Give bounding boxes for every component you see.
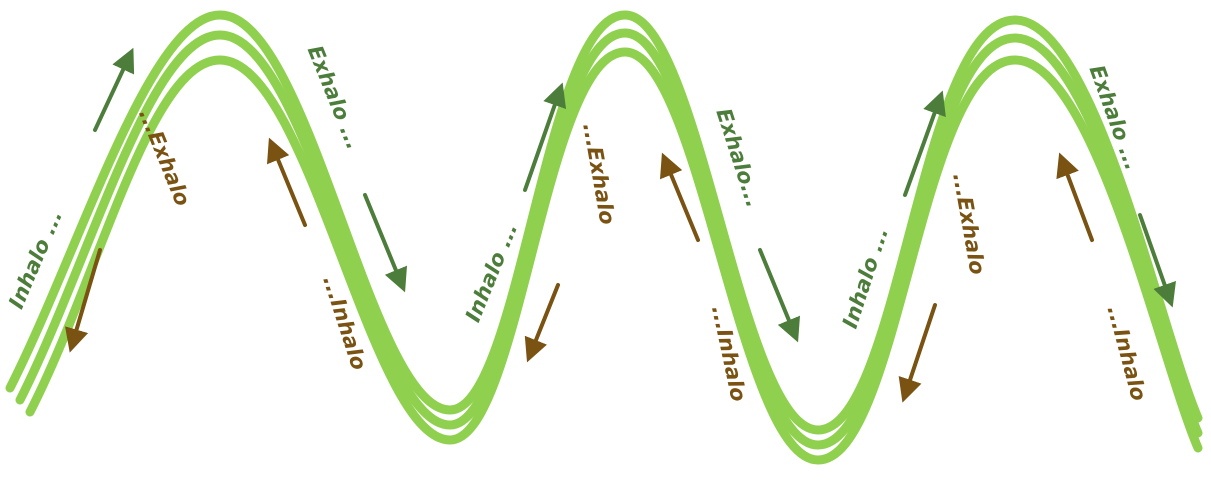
wave-band-middle	[15, 28, 1203, 450]
exhale-arrow-icon	[758, 248, 801, 343]
inhale-arrow-icon	[660, 152, 700, 242]
inhale-arrow-icon	[1056, 152, 1094, 242]
wave-bands	[5, 10, 1203, 465]
exhale-label: ...Exhalo	[948, 171, 989, 276]
exhale-arrow-icon	[898, 303, 937, 403]
wave-band-outer	[5, 10, 1203, 435]
exhale-label: Exhalo...	[711, 105, 766, 210]
exhale-arrow-icon	[65, 248, 102, 353]
exhale-arrow-icon	[1138, 213, 1176, 308]
inhale-arrow-icon	[267, 137, 307, 227]
breath-arrows	[65, 47, 1176, 403]
inhale-label: Inhalo ...	[4, 206, 67, 312]
exhale-label: ...Exhalo	[578, 121, 619, 226]
exhale-arrow-icon	[363, 193, 408, 293]
inhale-arrow-icon	[93, 47, 135, 132]
inhale-label: ...Inhalo	[1103, 303, 1151, 403]
wave-band-inner	[25, 47, 1203, 465]
inhale-arrow-icon	[903, 90, 946, 197]
exhale-arrow-icon	[524, 283, 560, 363]
exhale-label: ...Exhalo	[134, 105, 195, 209]
inhale-arrow-icon	[523, 82, 567, 192]
